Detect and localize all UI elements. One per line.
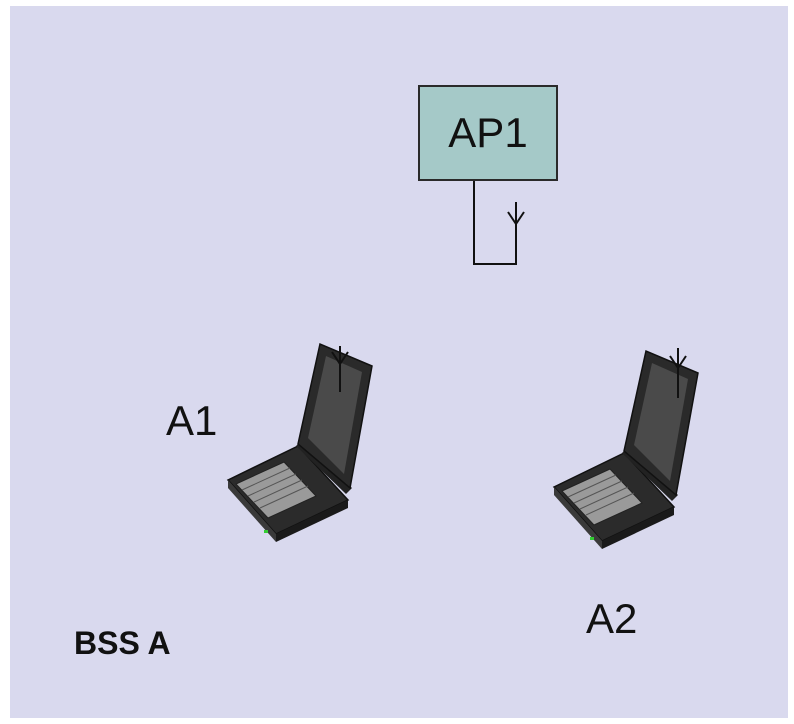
ap-antenna xyxy=(473,181,525,265)
station-a2-label: A2 xyxy=(586,595,638,642)
access-point-box: AP1 xyxy=(418,85,558,181)
laptop-a2-antenna-icon xyxy=(669,348,687,398)
laptop-a1-antenna-icon xyxy=(331,346,349,392)
access-point-label: AP1 xyxy=(448,109,528,156)
bss-label: BSS A xyxy=(74,625,171,661)
laptop-a2-icon xyxy=(553,350,699,550)
laptop-a1-icon xyxy=(227,343,373,543)
station-a1-label: A1 xyxy=(166,397,218,444)
